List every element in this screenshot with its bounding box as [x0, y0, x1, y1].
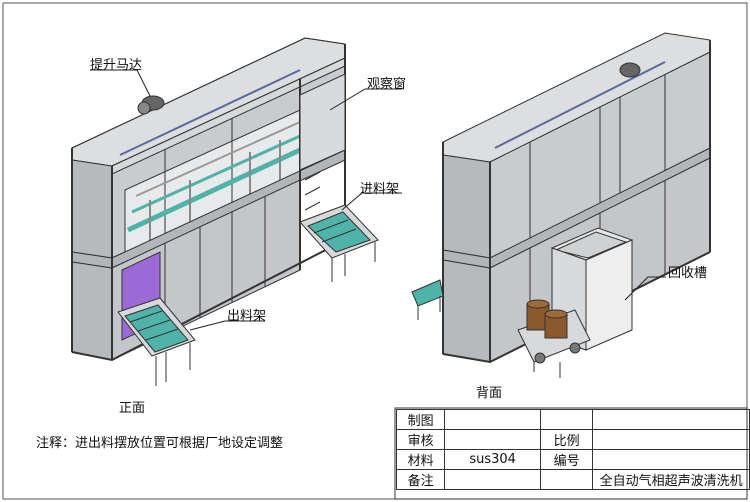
scale-value — [592, 429, 750, 450]
number-label: 编号 — [540, 449, 594, 470]
leader-lines — [90, 69, 666, 331]
material-label: 材料 — [395, 449, 446, 470]
drawing-note: 注释：进出料摆放位置可根据厂地设定调整 — [36, 436, 284, 451]
remark-value — [444, 469, 542, 490]
drawing-value — [444, 409, 542, 430]
front-infeed-conveyor — [299, 204, 379, 282]
recovery-tank — [550, 227, 634, 351]
title-block: 制图 审核 比例 材料 sus304 编号 备注 全自动气相超声波清洗机 — [395, 409, 750, 490]
material-value: sus304 — [444, 449, 542, 470]
callout-infeed-rack: 进料架 — [360, 182, 400, 197]
drawing-label: 制图 — [395, 409, 446, 430]
view-label-front: 正面 — [119, 401, 146, 416]
front-view-machine — [71, 37, 346, 362]
review-label: 审核 — [395, 429, 446, 450]
front-outfeed-conveyor — [117, 297, 196, 386]
callout-observation-window: 观察窗 — [367, 77, 407, 92]
product-name: 全自动气相超声波清洗机 — [592, 469, 750, 490]
remark-label: 备注 — [395, 469, 446, 490]
review-value — [444, 429, 542, 450]
callout-recovery-tank: 回收槽 — [668, 266, 708, 281]
number-value — [592, 449, 750, 470]
view-label-back: 背面 — [476, 386, 503, 401]
scale-label: 比例 — [540, 429, 594, 450]
back-conveyor — [411, 279, 444, 320]
barrel-cart — [517, 299, 591, 378]
callout-lift-motor: 提升马达 — [90, 58, 143, 73]
callout-outfeed-rack: 出料架 — [227, 309, 267, 324]
